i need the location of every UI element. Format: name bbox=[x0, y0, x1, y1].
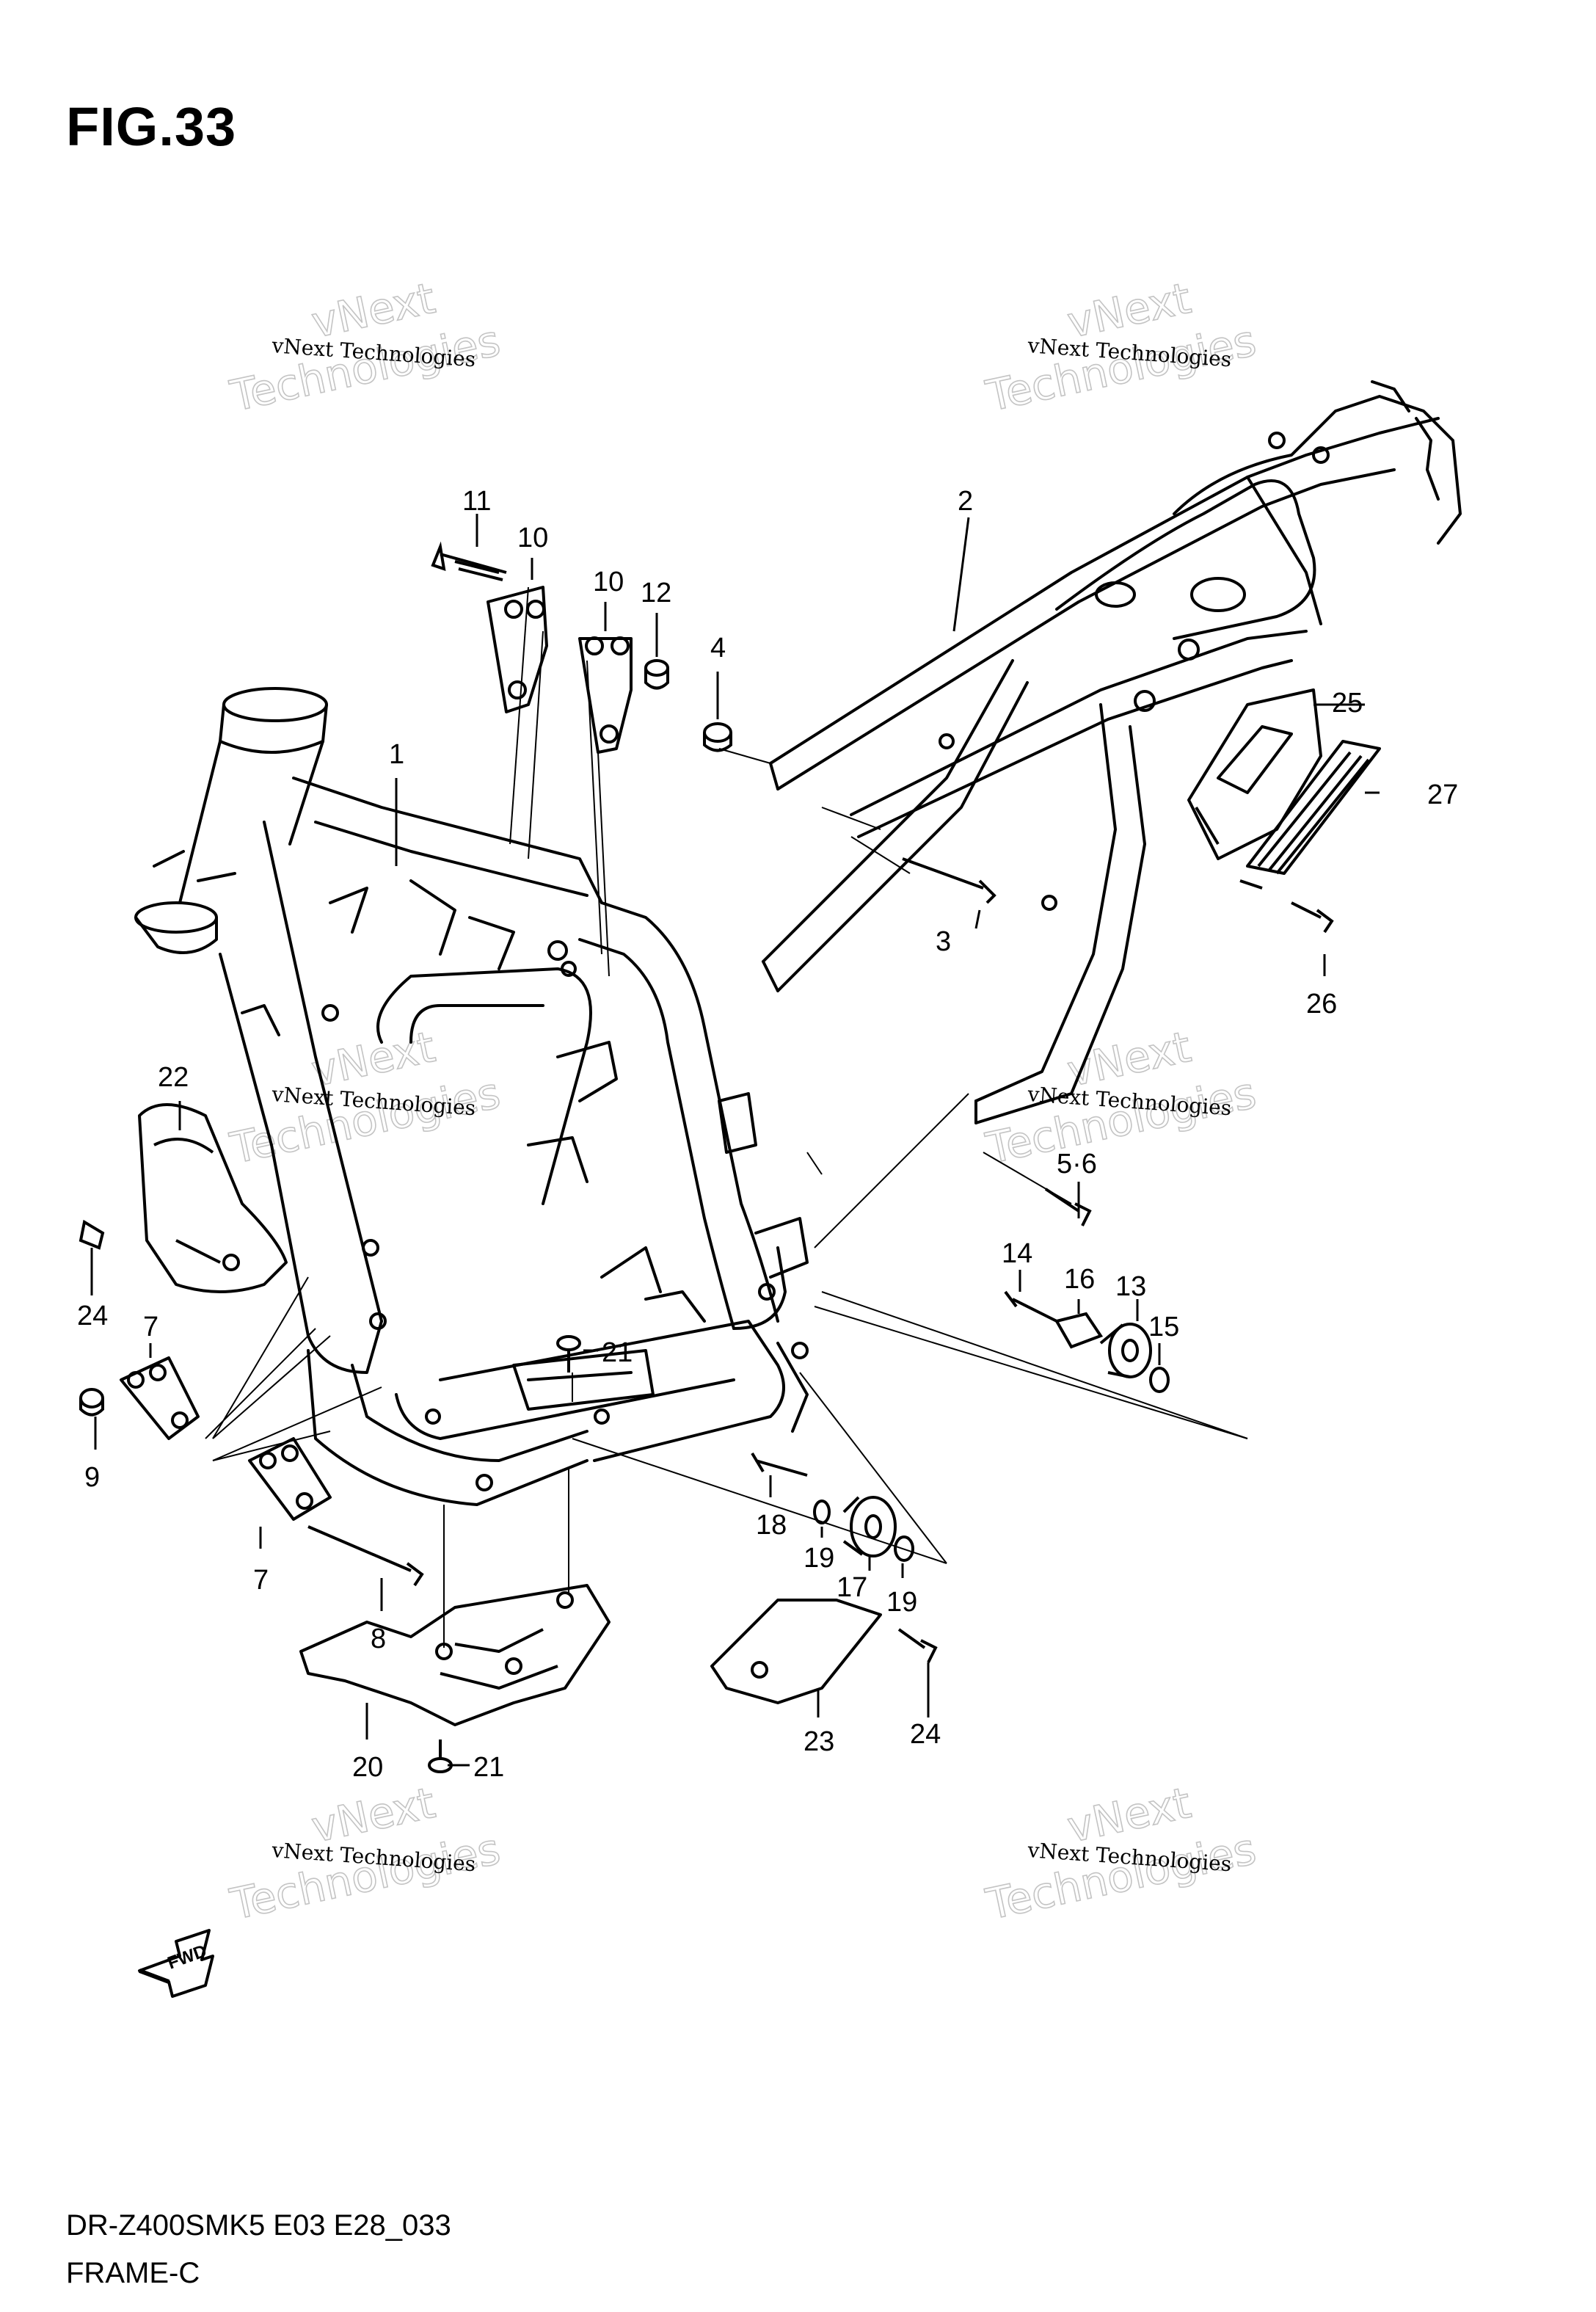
callout-14: 14 bbox=[1002, 1238, 1032, 1269]
leader-lines bbox=[90, 514, 1380, 1767]
main-frame bbox=[134, 687, 809, 1506]
callout-7-lower: 7 bbox=[253, 1565, 269, 1596]
bolt-part-14 bbox=[1004, 1290, 1057, 1323]
bolt-part-3 bbox=[902, 857, 996, 904]
callout-24-right: 24 bbox=[910, 1719, 941, 1750]
callout-23: 23 bbox=[804, 1726, 834, 1757]
box-part-27 bbox=[1239, 740, 1381, 890]
section-name: FRAME-C bbox=[66, 2257, 200, 2289]
rear-subframe bbox=[762, 380, 1462, 1124]
callout-4: 4 bbox=[710, 633, 726, 664]
callout-10-left: 10 bbox=[517, 523, 548, 553]
skid-plate-part-20 bbox=[299, 1584, 611, 1726]
callout-12: 12 bbox=[641, 578, 671, 608]
callout-3: 3 bbox=[936, 926, 951, 957]
watermark-mid-left: vNext Technologies vNext Technologies bbox=[225, 1021, 505, 1174]
callout-13: 13 bbox=[1115, 1271, 1146, 1302]
bolt-part-8 bbox=[307, 1525, 424, 1587]
bushing-part-17 bbox=[842, 1496, 897, 1557]
washer-part-19-right bbox=[894, 1535, 914, 1562]
bolt-part-24-left bbox=[79, 1219, 105, 1250]
engine-mount-bracket-left bbox=[487, 586, 548, 713]
engine-mount-bracket-right bbox=[578, 636, 633, 754]
callout-15: 15 bbox=[1148, 1312, 1179, 1342]
callout-9: 9 bbox=[84, 1462, 100, 1493]
callout-18: 18 bbox=[756, 1510, 787, 1541]
bolt-part-5-6 bbox=[1044, 1188, 1092, 1226]
callout-11: 11 bbox=[462, 486, 491, 517]
watermark-top-left: vNext Technologies vNext Technologies bbox=[225, 272, 505, 422]
callout-16: 16 bbox=[1064, 1264, 1095, 1295]
callout-27: 27 bbox=[1427, 779, 1458, 810]
washer-part-19-left bbox=[813, 1499, 831, 1524]
callout-21-upper: 21 bbox=[602, 1337, 633, 1368]
fwd-arrow-icon: FWD bbox=[138, 1929, 214, 1998]
engine-plate-part-7-upper bbox=[120, 1356, 200, 1440]
figure-title: FIG.33 bbox=[66, 96, 237, 157]
callout-7-upper: 7 bbox=[143, 1312, 158, 1342]
callout-26: 26 bbox=[1306, 989, 1337, 1019]
callout-19-left: 19 bbox=[804, 1543, 834, 1574]
frame-guard-part-22 bbox=[138, 1103, 288, 1293]
frame-guard-part-23 bbox=[710, 1599, 882, 1704]
bolt-part-21-upper bbox=[556, 1335, 581, 1373]
watermark-bottom-left: vNext Technologies vNext Technologies bbox=[225, 1777, 505, 1930]
callout-24-left: 24 bbox=[77, 1301, 108, 1331]
watermark-top-right: vNext Technologies vNext Technologies bbox=[981, 272, 1261, 422]
bolt-part-24-right bbox=[897, 1628, 938, 1663]
callout-8: 8 bbox=[371, 1624, 386, 1654]
callout-labels: 1 2 3 4 5·6 7 7 8 9 10 10 11 12 13 14 15… bbox=[77, 486, 1458, 1783]
nut-part-12 bbox=[644, 659, 669, 690]
callout-1: 1 bbox=[389, 739, 404, 770]
callout-17: 17 bbox=[837, 1572, 867, 1603]
callout-22: 22 bbox=[158, 1062, 189, 1093]
callout-25: 25 bbox=[1332, 688, 1363, 719]
callout-20: 20 bbox=[352, 1752, 383, 1783]
callout-2: 2 bbox=[958, 486, 973, 517]
bolt-part-11 bbox=[431, 541, 507, 581]
bolt-part-26 bbox=[1291, 901, 1334, 934]
callout-5-6: 5·6 bbox=[1057, 1149, 1097, 1179]
bolt-part-18 bbox=[751, 1452, 808, 1477]
bushing-part-13 bbox=[1099, 1323, 1152, 1378]
callout-19-right: 19 bbox=[886, 1587, 917, 1618]
bracket-part-25 bbox=[1187, 688, 1322, 860]
engine-plate-part-7-lower bbox=[248, 1437, 332, 1521]
collar-part-16 bbox=[1054, 1312, 1104, 1349]
nut-part-9 bbox=[79, 1388, 104, 1417]
callout-10-right: 10 bbox=[593, 567, 624, 597]
watermark-bottom-right: vNext Technologies vNext Technologies bbox=[981, 1777, 1261, 1930]
watermark-mid-right: vNext Technologies vNext Technologies bbox=[981, 1021, 1261, 1174]
callout-21-lower: 21 bbox=[473, 1752, 504, 1783]
collar-part-4 bbox=[703, 722, 732, 752]
washer-part-15 bbox=[1149, 1367, 1170, 1393]
bolt-part-21-lower bbox=[428, 1740, 453, 1773]
model-code: DR-Z400SMK5 E03 E28_033 bbox=[66, 2209, 451, 2242]
